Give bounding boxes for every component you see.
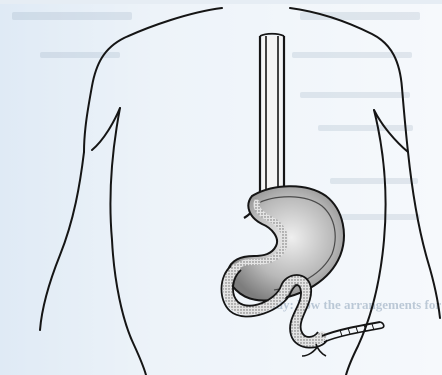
torso-outline [40,8,440,375]
esophagus-top-cut [260,34,284,36]
bleed-line [330,214,420,220]
jejunum-line-bottom [324,328,382,342]
left-arm-outer [40,152,84,330]
bleed-line [330,178,418,184]
jejunum-end [380,322,384,328]
bleed-through-caption: body: how the arrangements for [262,297,441,312]
right-side-torso [346,110,386,375]
bleed-line [40,52,120,58]
left-shoulder-line [84,8,222,152]
esophagus-outer-left [244,36,260,218]
bleed-through-text [12,12,420,220]
left-side-torso [110,108,146,375]
bleed-line [12,12,132,20]
right-arm-outer [408,152,440,318]
bleed-line [300,92,410,98]
bleed-line [318,125,413,131]
